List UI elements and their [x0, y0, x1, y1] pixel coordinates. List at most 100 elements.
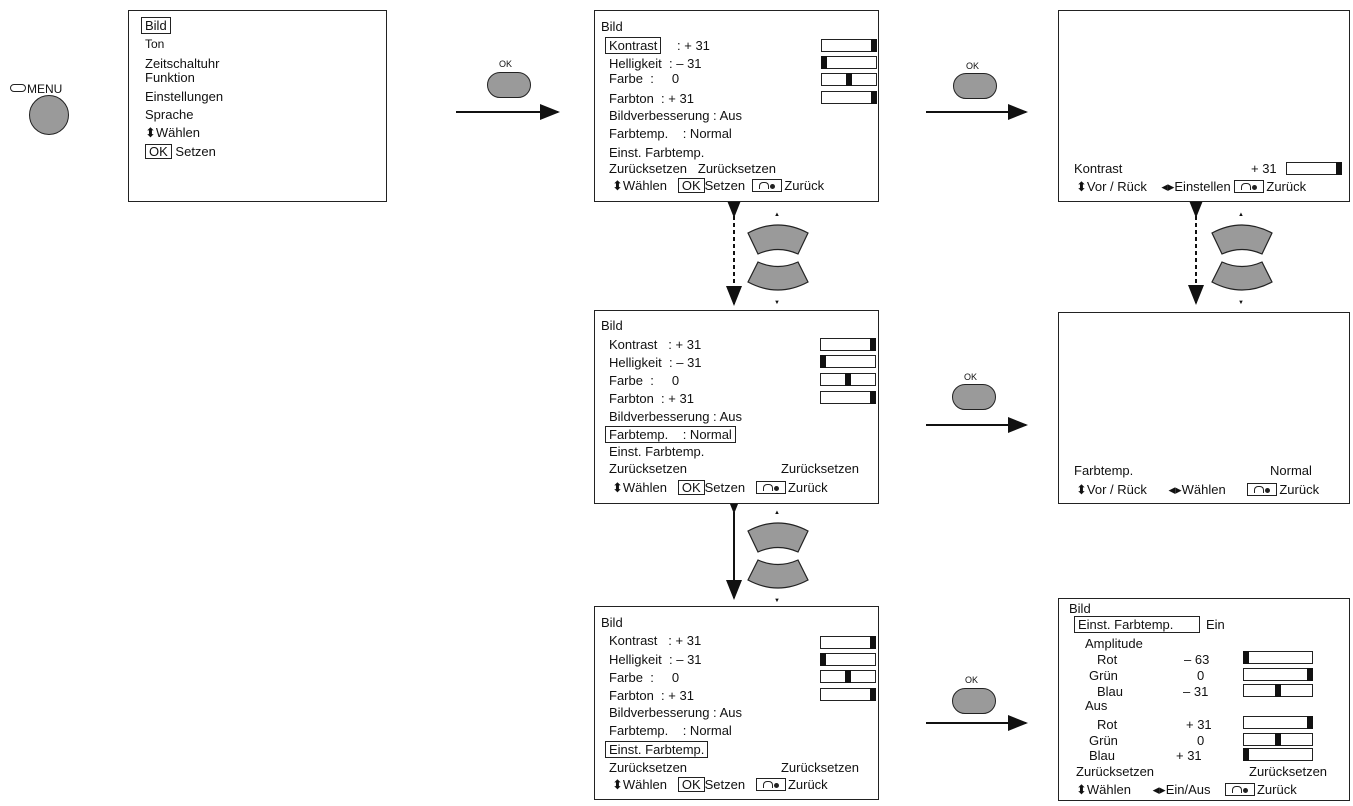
- farbtemp-value: Normal: [1270, 463, 1312, 478]
- row-einst-farbtemp-selected[interactable]: Einst. Farbtemp.: [604, 741, 709, 758]
- menu-item-sprache[interactable]: Sprache: [145, 107, 194, 122]
- row-helligkeit[interactable]: Helligkeit : – 31: [609, 355, 702, 370]
- updown-icon: ⬍: [145, 125, 156, 140]
- farbton-slider[interactable]: [821, 91, 877, 104]
- amp-gruen-value: 0: [1197, 668, 1205, 683]
- amp-gruen-label[interactable]: Grün: [1089, 668, 1118, 683]
- ok-label-1: OK: [499, 59, 513, 69]
- row-einst-farbtemp[interactable]: Einst. Farbtemp.: [609, 145, 705, 160]
- amp-rot-slider[interactable]: [1243, 651, 1313, 664]
- row-farbton[interactable]: Farbton : + 31: [609, 688, 694, 703]
- amp-blau-label[interactable]: Blau: [1097, 684, 1124, 699]
- row-kontrast-value: : + 31: [677, 38, 710, 53]
- svg-text:▼: ▼: [1238, 300, 1244, 306]
- menu-item-einstellungen[interactable]: Einstellungen: [145, 89, 224, 104]
- updown-icon: ⬍: [1076, 482, 1087, 497]
- row-helligkeit[interactable]: Helligkeit : – 31: [609, 56, 702, 71]
- einst-farbtemp-screen: [1058, 598, 1350, 801]
- aus-gruen-label[interactable]: Grün: [1089, 733, 1118, 748]
- einst-farbtemp-row[interactable]: Einst. Farbtemp.: [1074, 616, 1200, 633]
- menu-item-funktion[interactable]: Funktion: [145, 70, 195, 85]
- up-down-rocker-2: ▲ ▼: [747, 510, 809, 604]
- aus-blau-label[interactable]: Blau: [1089, 748, 1116, 763]
- row-farbe[interactable]: Farbe : 0: [609, 670, 680, 685]
- menu-round-button[interactable]: [29, 95, 69, 135]
- updown-icon: ⬍: [1076, 782, 1087, 797]
- amp-blau-value: – 31: [1183, 684, 1209, 699]
- row-kontrast[interactable]: Kontrast : + 31: [609, 633, 702, 648]
- up-down-rocker-1: ▲ ▼: [747, 212, 809, 306]
- row-kontrast[interactable]: Kontrast : + 31: [609, 337, 702, 352]
- menu-item-bild[interactable]: Bild: [141, 17, 171, 34]
- aus-gruen-slider[interactable]: [1243, 733, 1313, 746]
- farbtemp-label: Farbtemp.: [1074, 463, 1134, 478]
- row-farbton[interactable]: Farbton : + 31: [609, 91, 694, 106]
- helligkeit-slider[interactable]: [820, 653, 876, 666]
- aus-rot-label[interactable]: Rot: [1097, 717, 1118, 732]
- bild-title: Bild: [601, 19, 623, 34]
- row-bildverbesserung[interactable]: Bildverbesserung : Aus: [609, 108, 742, 123]
- rocker-up-3: [1211, 224, 1273, 255]
- kontrast-slider[interactable]: [820, 338, 876, 351]
- menu-key-icon: [10, 84, 26, 92]
- farbe-slider[interactable]: [820, 373, 876, 386]
- row-helligkeit[interactable]: Helligkeit : – 31: [609, 652, 702, 667]
- menu-item-zeitschaltuhr[interactable]: Zeitschaltuhr: [145, 56, 220, 71]
- row-einst-farbtemp[interactable]: Einst. Farbtemp.: [609, 444, 705, 459]
- amp-blau-slider[interactable]: [1243, 684, 1313, 697]
- farbton-slider[interactable]: [820, 391, 876, 404]
- kontrast-slider[interactable]: [1286, 162, 1342, 175]
- row-zuruecksetzen[interactable]: Zurücksetzen Zurücksetzen: [609, 161, 776, 176]
- menu-key-label: MENU: [27, 82, 63, 96]
- return-key-icon: [1224, 783, 1255, 796]
- menu-key[interactable]: MENU: [10, 82, 70, 132]
- amp-rot-label[interactable]: Rot: [1097, 652, 1118, 667]
- row-farbtemp-selected[interactable]: Farbtemp. : Normal: [605, 426, 736, 443]
- row-farbton[interactable]: Farbton : + 31: [609, 391, 694, 406]
- amp-gruen-slider[interactable]: [1243, 668, 1313, 681]
- row-bildverbesserung[interactable]: Bildverbesserung : Aus: [609, 705, 742, 720]
- row-farbe[interactable]: Farbe : 0: [609, 373, 680, 388]
- bild-title: Bild: [601, 318, 623, 333]
- farbe-slider[interactable]: [820, 670, 876, 683]
- leftright-icon: ◂▸: [1168, 482, 1182, 497]
- helligkeit-slider[interactable]: [820, 355, 876, 368]
- row-farbtemp[interactable]: Farbtemp. : Normal: [609, 723, 732, 738]
- helligkeit-slider[interactable]: [821, 56, 877, 69]
- ok-button-3[interactable]: [952, 384, 996, 410]
- aus-label: Aus: [1085, 698, 1108, 713]
- farbton-slider[interactable]: [820, 688, 876, 701]
- leftright-icon: ◂▸: [1152, 782, 1166, 797]
- menu-item-ton[interactable]: Ton: [145, 37, 165, 51]
- kontrast-slider[interactable]: [820, 636, 876, 649]
- updown-icon: ⬍: [612, 480, 623, 495]
- return-key-icon: [752, 179, 783, 192]
- kontrast-slider[interactable]: [821, 39, 877, 52]
- ok-key-icon: OK: [677, 480, 705, 495]
- ok-button-1[interactable]: [487, 72, 531, 98]
- aus-gruen-value: 0: [1197, 733, 1205, 748]
- row-bildverbesserung[interactable]: Bildverbesserung : Aus: [609, 409, 742, 424]
- row-kontrast-label[interactable]: Kontrast: [604, 37, 662, 54]
- einst-zuruecksetzen-label[interactable]: Zurücksetzen: [1076, 764, 1155, 779]
- aus-rot-slider[interactable]: [1243, 716, 1313, 729]
- aus-blau-slider[interactable]: [1243, 748, 1313, 761]
- aus-rot-value: + 31: [1186, 717, 1212, 732]
- farbtemp-screen: [1058, 312, 1350, 504]
- farbe-slider[interactable]: [821, 73, 877, 86]
- kontrast-value: + 31: [1251, 161, 1277, 176]
- ok-key-icon: OK: [145, 144, 172, 159]
- row-farbe[interactable]: Farbe : 0: [609, 71, 680, 86]
- einst-zuruecksetzen-value: Zurücksetzen: [1249, 764, 1328, 779]
- leftright-icon: ◂▸: [1161, 179, 1175, 194]
- nav-select-hint: ⬍Wählen: [145, 125, 200, 140]
- ok-button-4[interactable]: [952, 688, 996, 714]
- amplitude-label: Amplitude: [1085, 636, 1143, 651]
- row-farbtemp[interactable]: Farbtemp. : Normal: [609, 126, 732, 141]
- ok-button-2[interactable]: [953, 73, 997, 99]
- bild-title: Bild: [601, 615, 623, 630]
